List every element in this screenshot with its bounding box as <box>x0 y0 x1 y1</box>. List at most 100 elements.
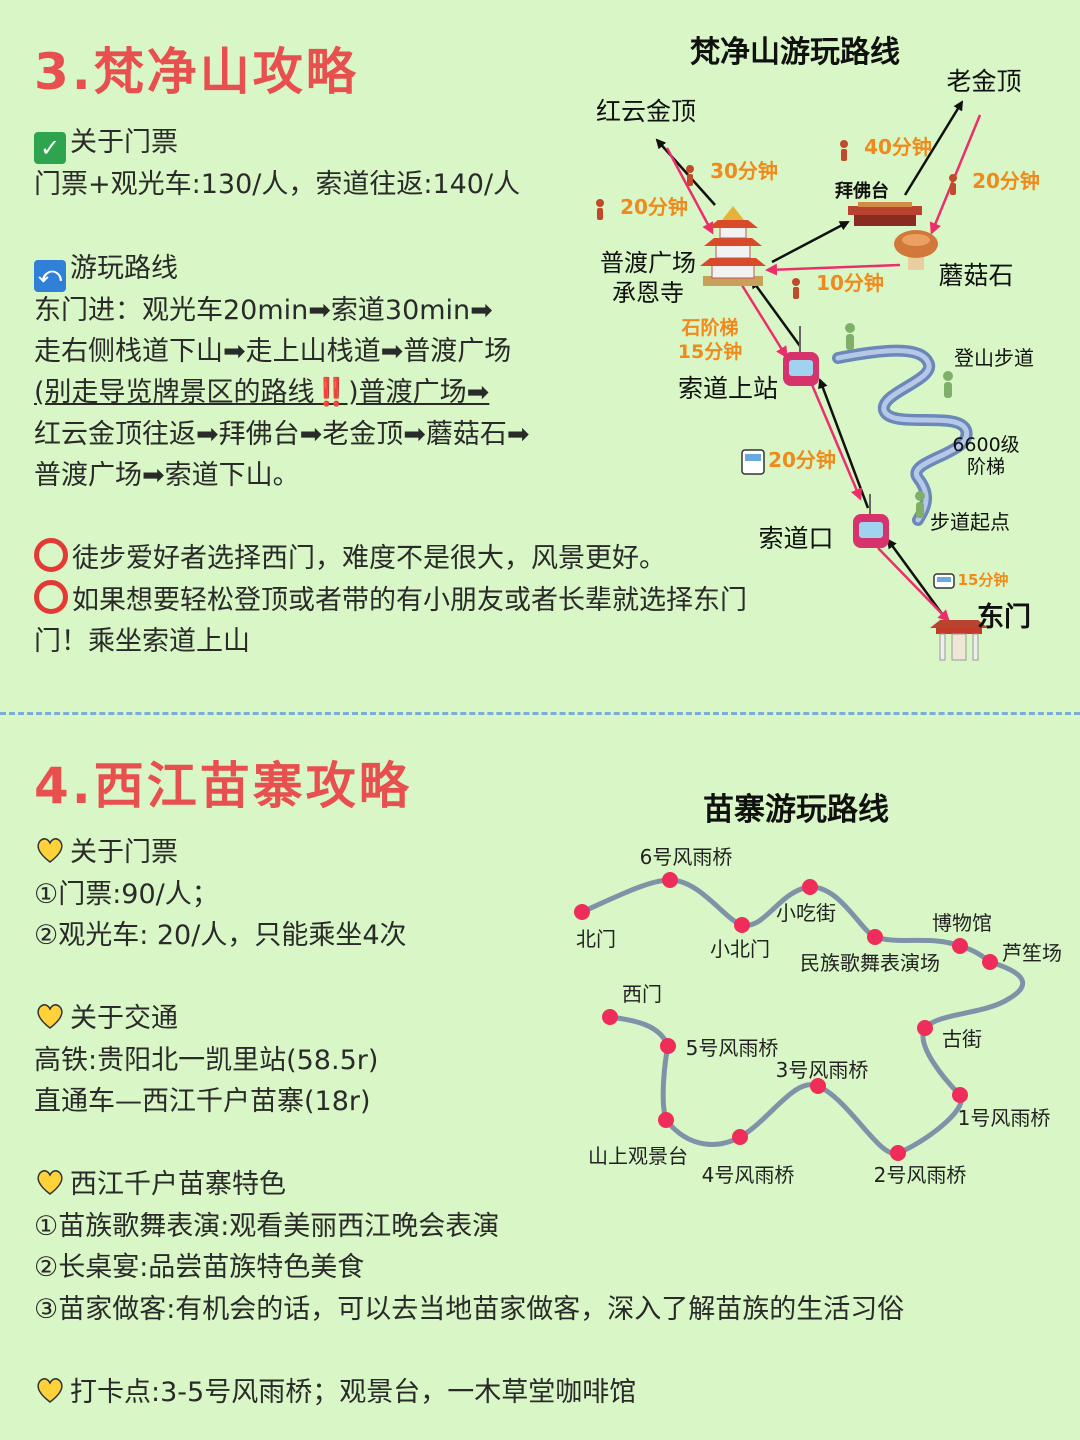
label-chengensi: 承恩寺 <box>612 279 684 307</box>
label-stone-steps-time: 15分钟 <box>678 340 742 363</box>
time-20min-a: 20分钟 <box>620 195 688 219</box>
arrow-to-laojinding <box>903 100 964 196</box>
label-trail-start: 步道起点 <box>930 510 1010 534</box>
arrow-to-top-station <box>818 378 870 509</box>
label-xiaobeimen: 小北门 <box>710 937 770 961</box>
label-bridge2: 2号风雨桥 <box>874 1163 967 1187</box>
yellow-heart-icon <box>34 1166 66 1198</box>
label-baifotai: 拜佛台 <box>835 180 889 202</box>
label-minzu: 民族歌舞表演场 <box>800 951 940 975</box>
arrow-to-pudu-back <box>765 263 901 276</box>
arrow-to-mogushi <box>929 114 982 235</box>
stop-minzu <box>867 929 883 945</box>
tip-2: 如果想要轻松登顶或者带的有小朋友或者长辈就选择东门 <box>34 580 747 622</box>
yellow-heart-icon <box>34 1000 66 1032</box>
arrow-to-baifotai <box>771 220 850 264</box>
label-bridge5: 5号风雨桥 <box>686 1036 779 1060</box>
cable-car-bottom-icon <box>853 494 889 548</box>
fanjingshan-route-map: 梵净山游玩路线 <box>596 35 1040 661</box>
ticket-line: 门票+观光车:130/人，索道往返:140/人 <box>34 169 521 200</box>
route-line-2: 走右侧栈道下山➡走上山栈道➡普渡广场 <box>34 336 512 367</box>
label-steps-count: 6600级 <box>952 434 1019 456</box>
label-guanjingtai: 山上观景台 <box>588 1144 688 1168</box>
label-stone-steps: 石阶梯 <box>680 316 738 339</box>
stop-bridge4 <box>732 1129 748 1145</box>
worship-platform-icon <box>848 202 922 226</box>
map1-title: 梵净山游玩路线 <box>690 35 900 70</box>
label-beimen: 北门 <box>576 927 616 951</box>
check-icon: ✓ <box>34 132 66 164</box>
ticket2-line-1: ①门票:90/人； <box>34 879 219 910</box>
hiker-icon <box>596 140 957 299</box>
traffic-heading: 关于交通 <box>34 998 178 1040</box>
red-circle-icon <box>34 580 68 614</box>
red-circle-icon <box>34 538 68 572</box>
route-line-1: 东门进：观光车20min➡索道30min➡ <box>34 295 493 326</box>
cable-car-top-icon <box>783 326 819 386</box>
return-arrow-icon: ⤺ <box>34 260 66 292</box>
feature-line-1: ①苗族歌舞表演:观看美丽西江晚会表演 <box>34 1211 500 1242</box>
stop-gujie <box>917 1020 933 1036</box>
label-ximen: 西门 <box>622 982 662 1006</box>
label-bridge3: 3号风雨桥 <box>776 1058 869 1082</box>
traffic-line-2: 直通车—西江千户苗寨(18r) <box>34 1086 371 1117</box>
village-route-path <box>579 877 1026 1156</box>
arrow-ropeway-down <box>808 379 863 501</box>
tip-1: 徒步爱好者选择西门，难度不是很大，风景更好。 <box>34 538 666 580</box>
ticket-heading: ✓关于门票 <box>34 122 178 164</box>
tip-2-cont: 门！乘坐索道上山 <box>34 626 250 657</box>
traffic-line-1: 高铁:贵阳北一凯里站(58.5r) <box>34 1045 379 1076</box>
label-pudu: 普渡广场 <box>600 249 696 277</box>
time-40min: 40分钟 <box>864 135 932 159</box>
label-mogushi: 蘑菇石 <box>938 261 1013 290</box>
route-line-5: 普渡广场➡索道下山。 <box>34 460 300 491</box>
label-ropeway-gate: 索道口 <box>758 524 833 553</box>
arrow-to-hongyun <box>655 138 716 206</box>
mushroom-stone-icon <box>894 230 938 270</box>
route-line-3: (别走导览牌景区的路线‼️)普渡广场➡ <box>34 377 490 408</box>
stop-bridge6 <box>662 872 678 888</box>
stop-xiaochijie <box>802 879 818 895</box>
arrow-stone-steps <box>738 281 788 359</box>
ticket2-heading: 关于门票 <box>34 832 178 874</box>
map2-title: 苗寨游玩路线 <box>703 792 889 828</box>
stop-xiaobeimen <box>734 917 750 933</box>
label-bowuguan: 博物馆 <box>932 911 992 935</box>
bus-icon <box>741 449 955 589</box>
route-line-4: 红云金顶往返➡拜佛台➡老金顶➡蘑菇石➡ <box>34 419 530 450</box>
time-30min: 30分钟 <box>710 159 778 183</box>
label-lusheng: 芦笙场 <box>1002 941 1062 965</box>
stop-bowuguan <box>952 938 968 954</box>
label-hiking-trail: 登山步道 <box>954 346 1034 370</box>
stop-bridge2 <box>890 1145 906 1161</box>
label-gujie: 古街 <box>942 1027 982 1051</box>
stop-beimen <box>574 904 590 920</box>
time-15min: 15分钟 <box>958 571 1009 589</box>
stop-bridge1 <box>952 1087 968 1103</box>
feature-line-3: ③苗家做客:有机会的话，可以去当地苗家做客，深入了解苗族的生活习俗 <box>34 1294 905 1325</box>
stop-ximen <box>602 1009 618 1025</box>
ticket2-line-2: ②观光车: 20/人，只能乘坐4次 <box>34 920 407 951</box>
stop-bridge3 <box>810 1078 826 1094</box>
pagoda-icon <box>700 206 766 286</box>
label-top-station: 索道上站 <box>678 374 778 403</box>
checkin-line: 打卡点:3-5号风雨桥；观景台，一木草堂咖啡馆 <box>34 1372 636 1414</box>
label-laojinding: 老金顶 <box>946 67 1021 96</box>
label-bridge4: 4号风雨桥 <box>702 1163 795 1187</box>
label-xiaochijie: 小吃街 <box>776 901 836 925</box>
feature-heading: 西江千户苗寨特色 <box>34 1164 286 1206</box>
time-20min-b: 20分钟 <box>972 169 1040 193</box>
time-10min: 10分钟 <box>816 271 884 295</box>
route-heading: ⤺游玩路线 <box>34 248 178 292</box>
yellow-heart-icon <box>34 834 66 866</box>
time-20min-c: 20分钟 <box>768 448 836 472</box>
east-gate-icon <box>930 620 988 661</box>
arrow-to-dongmen <box>877 547 951 623</box>
section1-title: 3.梵净山攻略 <box>34 43 359 101</box>
label-bridge6: 6号风雨桥 <box>640 845 733 869</box>
yellow-heart-icon <box>34 1374 66 1406</box>
label-hongyun: 红云金顶 <box>596 97 696 126</box>
arrow-to-pudu <box>750 278 802 347</box>
miao-village-route-map: 苗寨游玩路线 北门 6号风雨桥 小北门 小吃街 民族歌舞表演场 博物馆 芦笙场 … <box>574 792 1062 1187</box>
label-steps: 阶梯 <box>967 456 1005 478</box>
